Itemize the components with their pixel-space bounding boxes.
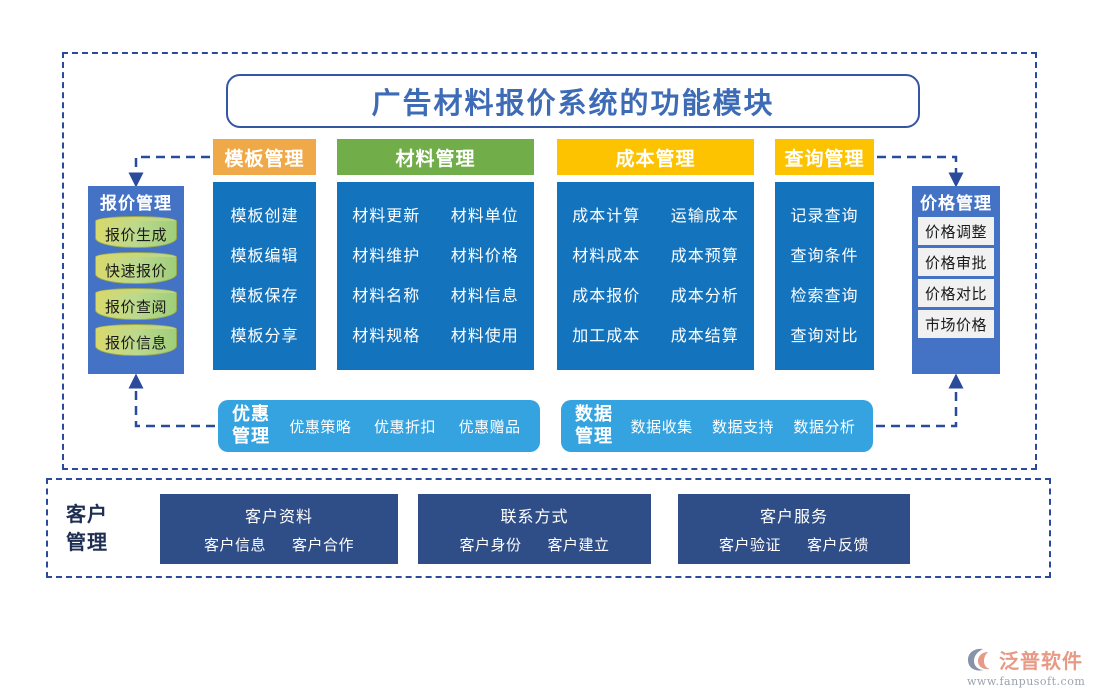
- price-item[interactable]: 价格调整: [918, 217, 994, 245]
- panel-item[interactable]: 加工成本: [572, 326, 641, 345]
- customer-box-item[interactable]: 客户验证: [718, 536, 781, 554]
- panel-item[interactable]: 成本结算: [670, 326, 739, 345]
- customer-box-contact[interactable]: 联系方式 客户身份 客户建立: [418, 494, 651, 564]
- cylinder-body: [95, 257, 177, 284]
- column-header-label: 查询管理: [784, 147, 865, 170]
- panel-item[interactable]: 检索查询: [790, 286, 859, 305]
- promo-management-label: 优惠 管理: [232, 404, 270, 447]
- customer-box-title: 联系方式: [500, 507, 569, 526]
- panel-item[interactable]: 模板编辑: [230, 246, 299, 265]
- panel-item[interactable]: 材料维护: [352, 246, 421, 265]
- cylinder-body: [95, 221, 177, 248]
- column-header-template[interactable]: 模板管理: [213, 139, 316, 175]
- customer-box-item[interactable]: 客户建立: [547, 536, 610, 554]
- column-header-label: 模板管理: [224, 147, 305, 170]
- column-panel-material[interactable]: 材料更新 材料单位 材料维护 材料价格 材料名称 材料信息 材料规格 材料使用: [337, 182, 534, 370]
- panel-item[interactable]: 查询条件: [790, 246, 859, 265]
- customer-section-frame: [46, 478, 1051, 578]
- panel-item[interactable]: 成本预算: [670, 246, 739, 265]
- panel-item[interactable]: 材料价格: [450, 246, 519, 265]
- customer-box-item[interactable]: 客户信息: [203, 536, 266, 554]
- customer-box-service[interactable]: 客户服务 客户验证 客户反馈: [678, 494, 910, 564]
- data-management-label: 数据 管理: [575, 404, 613, 447]
- price-item[interactable]: 价格对比: [918, 279, 994, 307]
- cylinder-body: [95, 329, 177, 356]
- customer-management-label: 客户 管理: [66, 502, 108, 554]
- panel-item[interactable]: 材料成本: [572, 246, 641, 265]
- panel-item[interactable]: 模板保存: [230, 286, 299, 305]
- column-header-label: 成本管理: [615, 147, 696, 170]
- panel-item[interactable]: 材料使用: [450, 326, 519, 345]
- fanpu-logo-icon: [968, 648, 990, 671]
- quote-item-label: 报价查阅: [104, 298, 167, 316]
- quote-item-label: 快速报价: [104, 262, 167, 280]
- cylinder-body: [95, 293, 177, 320]
- data-management-bar[interactable]: 数据 管理 数据收集 数据支持 数据分析: [561, 400, 873, 452]
- column-panel-template[interactable]: 模板创建 模板编辑 模板保存 模板分享: [213, 182, 316, 370]
- column-header-query[interactable]: 查询管理: [775, 139, 874, 175]
- price-management-panel[interactable]: 价格管理 价格调整 价格审批 价格对比 市场价格: [912, 186, 1000, 374]
- customer-box-title: 客户服务: [759, 507, 828, 526]
- promo-management-bar[interactable]: 优惠 管理 优惠策略 优惠折扣 优惠赠品: [218, 400, 540, 452]
- quote-cylinder-item[interactable]: 快速报价: [95, 252, 177, 286]
- diagram-title: 广告材料报价系统的功能模块: [226, 74, 920, 128]
- brand-logo: 泛普软件 www.fanpusoft.com: [965, 645, 1090, 691]
- panel-item[interactable]: 成本报价: [572, 286, 641, 305]
- data-item[interactable]: 数据收集: [630, 417, 693, 436]
- column-panel-cost[interactable]: 成本计算 运输成本 材料成本 成本预算 成本报价 成本分析 加工成本 成本结算: [557, 182, 754, 370]
- quote-item-label: 报价生成: [104, 226, 167, 244]
- quote-cylinder-item[interactable]: 报价生成: [95, 216, 177, 250]
- panel-item[interactable]: 材料更新: [352, 206, 421, 225]
- panel-item[interactable]: 运输成本: [670, 206, 739, 225]
- panel-item[interactable]: 记录查询: [790, 206, 859, 225]
- column-header-cost[interactable]: 成本管理: [557, 139, 754, 175]
- column-header-material[interactable]: 材料管理: [337, 139, 534, 175]
- price-item[interactable]: 价格审批: [918, 248, 994, 276]
- panel-item[interactable]: 材料信息: [450, 286, 519, 305]
- logo-name: 泛普软件: [999, 649, 1083, 673]
- quote-cylinder-item[interactable]: 报价查阅: [95, 288, 177, 322]
- quote-item-label: 报价信息: [104, 334, 167, 352]
- price-item[interactable]: 市场价格: [918, 310, 994, 338]
- promo-item[interactable]: 优惠策略: [289, 417, 352, 436]
- promo-item[interactable]: 优惠折扣: [373, 417, 436, 436]
- data-item[interactable]: 数据支持: [711, 417, 774, 436]
- quote-management-panel[interactable]: 报价管理 报价生成 快速报价 报价查阅 报价信息: [88, 186, 184, 374]
- logo-url: www.fanpusoft.com: [967, 675, 1086, 688]
- customer-box-profile[interactable]: 客户资料 客户信息 客户合作: [160, 494, 398, 564]
- quote-cylinder-item[interactable]: 报价信息: [95, 324, 177, 358]
- customer-box-item[interactable]: 客户反馈: [807, 536, 870, 554]
- customer-box-item[interactable]: 客户合作: [292, 536, 355, 554]
- upper-diagram-frame: [62, 52, 1037, 470]
- panel-item[interactable]: 材料规格: [352, 326, 421, 345]
- data-item[interactable]: 数据分析: [793, 417, 856, 436]
- customer-box-item[interactable]: 客户身份: [459, 536, 522, 554]
- panel-item[interactable]: 查询对比: [790, 326, 859, 345]
- panel-item[interactable]: 模板分享: [230, 326, 299, 345]
- column-header-label: 材料管理: [395, 147, 476, 170]
- panel-item[interactable]: 材料单位: [450, 206, 519, 225]
- promo-item[interactable]: 优惠赠品: [458, 417, 521, 436]
- panel-item[interactable]: 模板创建: [230, 206, 299, 225]
- price-management-title: 价格管理: [920, 194, 992, 214]
- quote-management-title: 报价管理: [100, 194, 172, 214]
- customer-box-title: 客户资料: [244, 507, 313, 526]
- panel-item[interactable]: 成本计算: [572, 206, 641, 225]
- panel-item[interactable]: 成本分析: [670, 286, 739, 305]
- diagram-title-text: 广告材料报价系统的功能模块: [371, 86, 775, 120]
- panel-item[interactable]: 材料名称: [352, 286, 421, 305]
- column-panel-query[interactable]: 记录查询 查询条件 检索查询 查询对比: [775, 182, 874, 370]
